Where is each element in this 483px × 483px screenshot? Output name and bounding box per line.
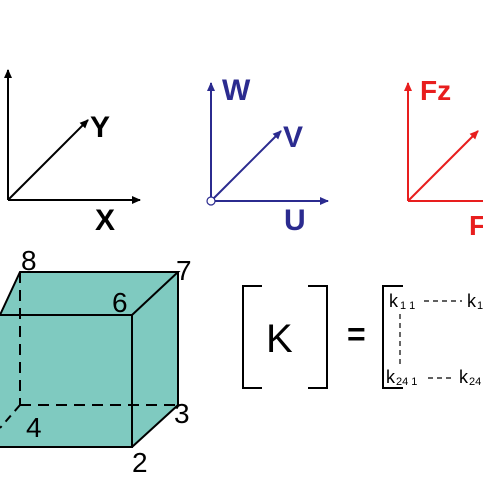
bracket-k-right — [308, 285, 328, 389]
matrix-symbol-k: K — [266, 317, 293, 361]
cube-hidden-diagonal — [0, 404, 21, 429]
axis-label-y: Y — [90, 111, 110, 144]
global-axes: Y X — [3, 69, 141, 237]
force-axes: Fz F — [404, 75, 483, 241]
node-label-8: 8 — [21, 245, 37, 276]
axis-v — [210, 130, 282, 202]
entry-k11-letter: k — [389, 291, 399, 311]
node-label-2: 2 — [132, 447, 148, 478]
hexahedral-element: 8 7 6 4 3 2 — [0, 245, 192, 478]
entry-k11-sub: 1 1 — [400, 300, 415, 312]
entry-k24n-letter: k — [459, 367, 469, 387]
entry-k1n-sub: 1 — [477, 300, 483, 312]
bracket-matrix-left — [382, 285, 403, 389]
node-label-4: 4 — [26, 412, 42, 443]
displacement-axes: W V U — [206, 74, 329, 237]
cube-right-face — [132, 272, 178, 447]
axis-y-global — [7, 119, 89, 201]
bracket-k-left — [242, 285, 262, 389]
node-label-3: 3 — [174, 398, 190, 429]
cube-top-face — [0, 272, 178, 315]
cube-front-face — [0, 315, 132, 447]
axis-label-v: V — [283, 121, 303, 154]
axis-fy — [407, 130, 479, 202]
axis-label-w: W — [222, 74, 251, 107]
entry-k241-letter: k — [386, 367, 396, 387]
equals-sign: = — [347, 316, 366, 352]
origin-node — [206, 196, 216, 206]
axis-label-fx-partial: F — [469, 210, 483, 241]
cube-top-edges — [0, 271, 181, 316]
cube-edges-visible — [0, 314, 133, 448]
stiffness-matrix: K = k 1 1 k 1 k 24 1 k 24 — [242, 285, 483, 389]
axis-label-u: U — [284, 204, 306, 237]
axis-label-fz: Fz — [420, 75, 451, 106]
entry-k1n-letter: k — [467, 291, 477, 311]
axis-label-x: X — [95, 204, 115, 237]
cube-right-edges — [131, 272, 179, 448]
entry-k24n-sub: 24 — [469, 376, 481, 388]
node-label-6: 6 — [112, 287, 128, 318]
node-label-7: 7 — [176, 255, 192, 286]
entry-k241-sub: 24 1 — [396, 376, 417, 388]
